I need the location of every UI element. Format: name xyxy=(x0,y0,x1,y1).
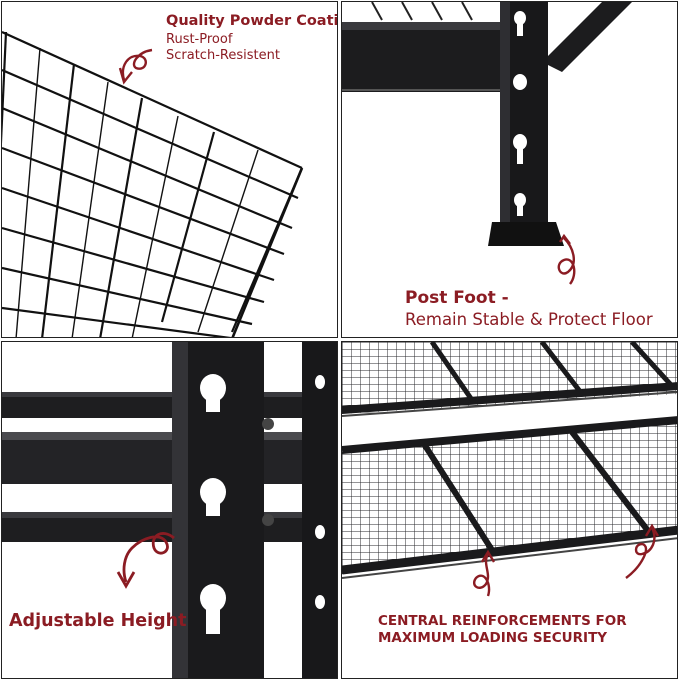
panel-title: CENTRAL REINFORCEMENTS FOR xyxy=(378,613,627,629)
adjustable-height-photo xyxy=(2,342,337,678)
panel-subtitle: Remain Stable & Protect Floor xyxy=(405,310,653,329)
panel-adjustable-height: Adjustable Height xyxy=(1,341,338,679)
wire-mesh-photo xyxy=(2,30,304,337)
panel-central-reinforcements: CENTRAL REINFORCEMENTS FOR MAXIMUM LOADI… xyxy=(341,341,678,679)
panel-subtitle: Rust-Proof xyxy=(166,32,233,47)
panel-subtitle: Scratch-Resistent xyxy=(166,48,280,63)
panel-title: Post Foot - xyxy=(405,288,509,308)
arrow-icon xyxy=(557,237,576,285)
panel-subtitle: MAXIMUM LOADING SECURITY xyxy=(378,630,608,646)
panel-title: Adjustable Height xyxy=(9,611,187,631)
panel-powder-coating: Quality Powder Coating Rust-Proof Scratc… xyxy=(1,1,338,338)
arrow-icon xyxy=(625,527,656,579)
arrow-icon xyxy=(122,532,175,583)
panel-post-foot: Post Foot - Remain Stable & Protect Floo… xyxy=(341,1,678,338)
arrow-icon xyxy=(121,48,153,81)
post-foot-photo xyxy=(342,2,632,285)
reinforcement-shelves-photo xyxy=(342,342,677,597)
panel-title: Quality Powder Coating xyxy=(166,13,338,29)
arrow-icon xyxy=(472,553,491,597)
